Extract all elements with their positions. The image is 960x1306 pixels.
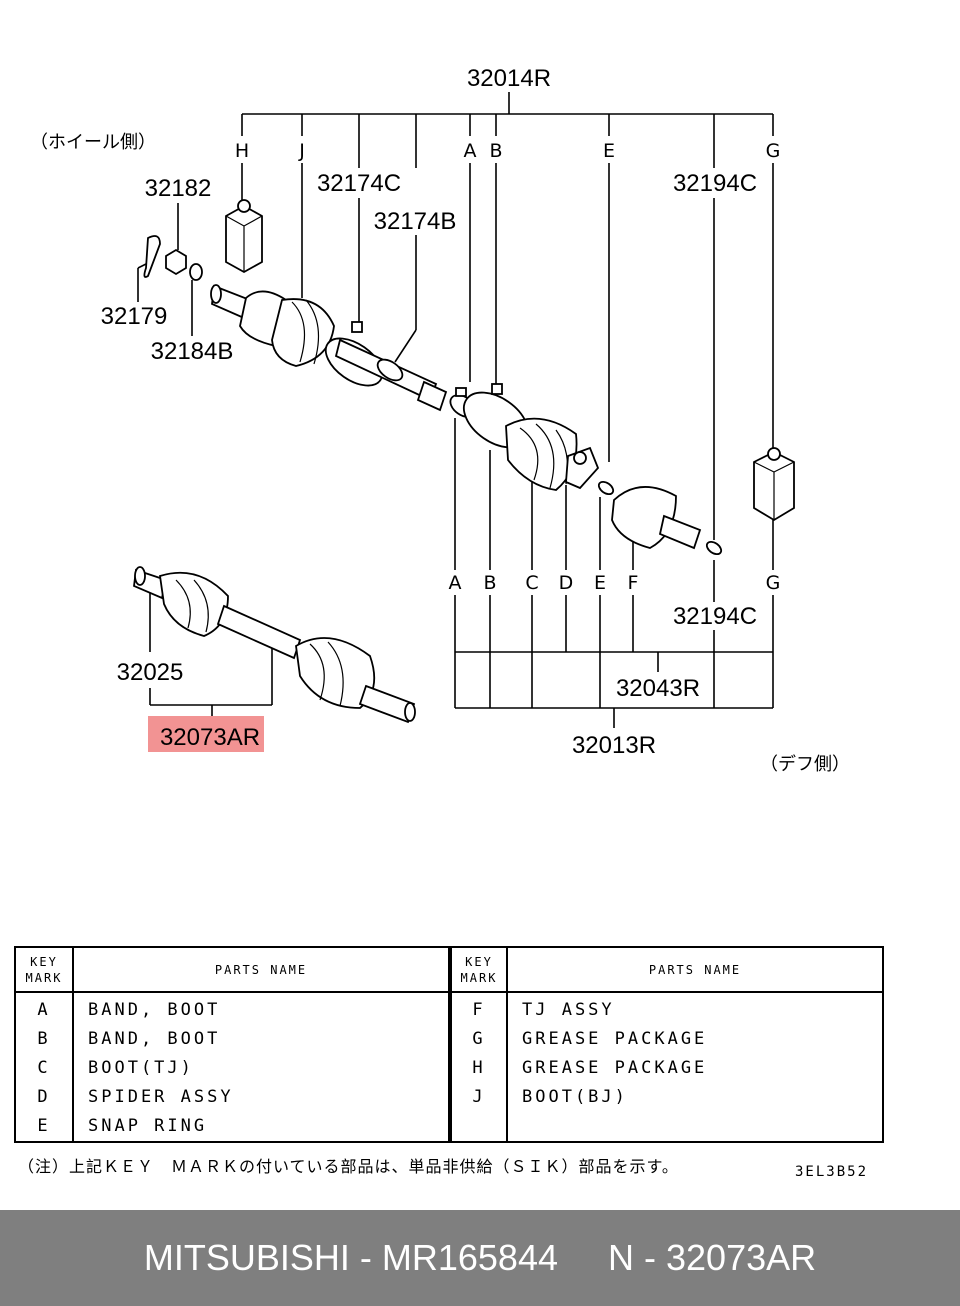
grease-package-h <box>225 199 263 274</box>
key-column-right: KEY MARK F G H J <box>450 948 508 1141</box>
key-mark-header: KEY MARK <box>452 948 506 993</box>
label-32013R[interactable]: 32013R <box>572 732 656 759</box>
name-column-right: PARTS NAME TJ ASSY GREASE PACKAGE GREASE… <box>508 948 882 1141</box>
part-name-cell: BOOT(TJ) <box>88 1058 194 1078</box>
assembled-drive-shaft <box>133 566 416 724</box>
grease-package-g <box>753 447 795 522</box>
key-column-left: KEY MARK A B C D E <box>16 948 74 1141</box>
key-cell: J <box>472 1087 486 1107</box>
footer-bar: MITSUBISHI - MR165844 N - 32073AR <box>0 1210 960 1306</box>
label-32043R[interactable]: 32043R <box>616 675 700 702</box>
part-name-cell: BAND, BOOT <box>88 1000 221 1020</box>
footnote: （注）上記ＫＥＹ ＭＡＲＫの付いている部品は、単品非供給（ＳＩＫ）部品を示す。 <box>18 1157 679 1176</box>
label-32174B[interactable]: 32174B <box>374 208 457 235</box>
part-name-cell: SNAP RING <box>88 1116 208 1136</box>
key-letters-top: H J A B E G <box>235 140 781 162</box>
key-mark-header: KEY MARK <box>16 948 72 993</box>
key-letter-g: G <box>766 572 781 594</box>
label-32194C-top[interactable]: 32194C <box>673 170 757 197</box>
label-32184B[interactable]: 32184B <box>151 338 234 365</box>
key-letter-j: J <box>298 140 305 162</box>
name-column-left: PARTS NAME BAND, BOOT BAND, BOOT BOOT(TJ… <box>74 948 450 1141</box>
split-pin <box>143 235 161 278</box>
key-letter-h: H <box>235 140 249 162</box>
label-32182[interactable]: 32182 <box>145 175 212 202</box>
key-letter-c: C <box>525 572 538 594</box>
key-letter-a: A <box>449 572 462 594</box>
part-name-cell: GREASE PACKAGE <box>522 1058 708 1078</box>
label-32194C-bottom[interactable]: 32194C <box>673 603 757 630</box>
part-name-cell: TJ ASSY <box>522 1000 615 1020</box>
key-letter-f: F <box>628 572 639 594</box>
key-cell: G <box>472 1029 486 1049</box>
part-name-cell: SPIDER ASSY <box>88 1087 234 1107</box>
label-32025[interactable]: 32025 <box>117 659 184 686</box>
key-cell: C <box>37 1058 51 1078</box>
key-cell: D <box>37 1087 51 1107</box>
part-name-cell: BAND, BOOT <box>88 1029 221 1049</box>
key-cell: F <box>472 1000 486 1020</box>
part-number-labels: 32014R （ホイール側） 32182 32174C 32174B 32194… <box>30 65 850 775</box>
key-cell: A <box>37 1000 51 1020</box>
drive-shaft-assembly <box>210 284 723 556</box>
label-32014R[interactable]: 32014R <box>467 65 551 92</box>
parts-name-header: PARTS NAME <box>74 948 448 993</box>
key-cell: H <box>472 1058 486 1078</box>
parts-name-header: PARTS NAME <box>508 948 882 993</box>
key-letters-bottom: A B C D E F G <box>449 572 781 594</box>
drawing-code: 3EL3B52 <box>795 1164 869 1180</box>
leader-lines <box>137 92 774 728</box>
key-letter-b: B <box>483 572 496 594</box>
key-letter-a: A <box>464 140 477 162</box>
wheel-side-label: （ホイール側） <box>30 132 156 153</box>
key-cell: E <box>37 1116 51 1136</box>
key-letter-d: D <box>559 572 574 594</box>
part-highlight <box>148 716 264 752</box>
exploded-parts-diagram: 32014R （ホイール側） 32182 32174C 32174B 32194… <box>30 65 850 775</box>
footer-part-info: MITSUBISHI - MR165844 N - 32073AR <box>143 1237 817 1278</box>
label-32174C[interactable]: 32174C <box>317 170 401 197</box>
key-letter-g: G <box>766 140 781 162</box>
part-name-cell: GREASE PACKAGE <box>522 1029 708 1049</box>
key-letter-e: E <box>603 140 615 162</box>
part-name-cell: BOOT(BJ) <box>522 1087 628 1107</box>
label-32073AR[interactable]: 32073AR <box>160 724 260 751</box>
parts-table: KEY MARK A B C D E PARTS NAME BAND, BOOT… <box>14 946 884 1143</box>
part-drawings <box>133 199 795 752</box>
key-letter-e: E <box>594 572 606 594</box>
diff-side-label: （デフ側） <box>760 754 850 775</box>
nut <box>165 248 187 276</box>
label-32179[interactable]: 32179 <box>101 303 168 330</box>
washer <box>189 263 203 281</box>
key-cell: B <box>37 1029 51 1049</box>
key-letter-b: B <box>489 140 502 162</box>
